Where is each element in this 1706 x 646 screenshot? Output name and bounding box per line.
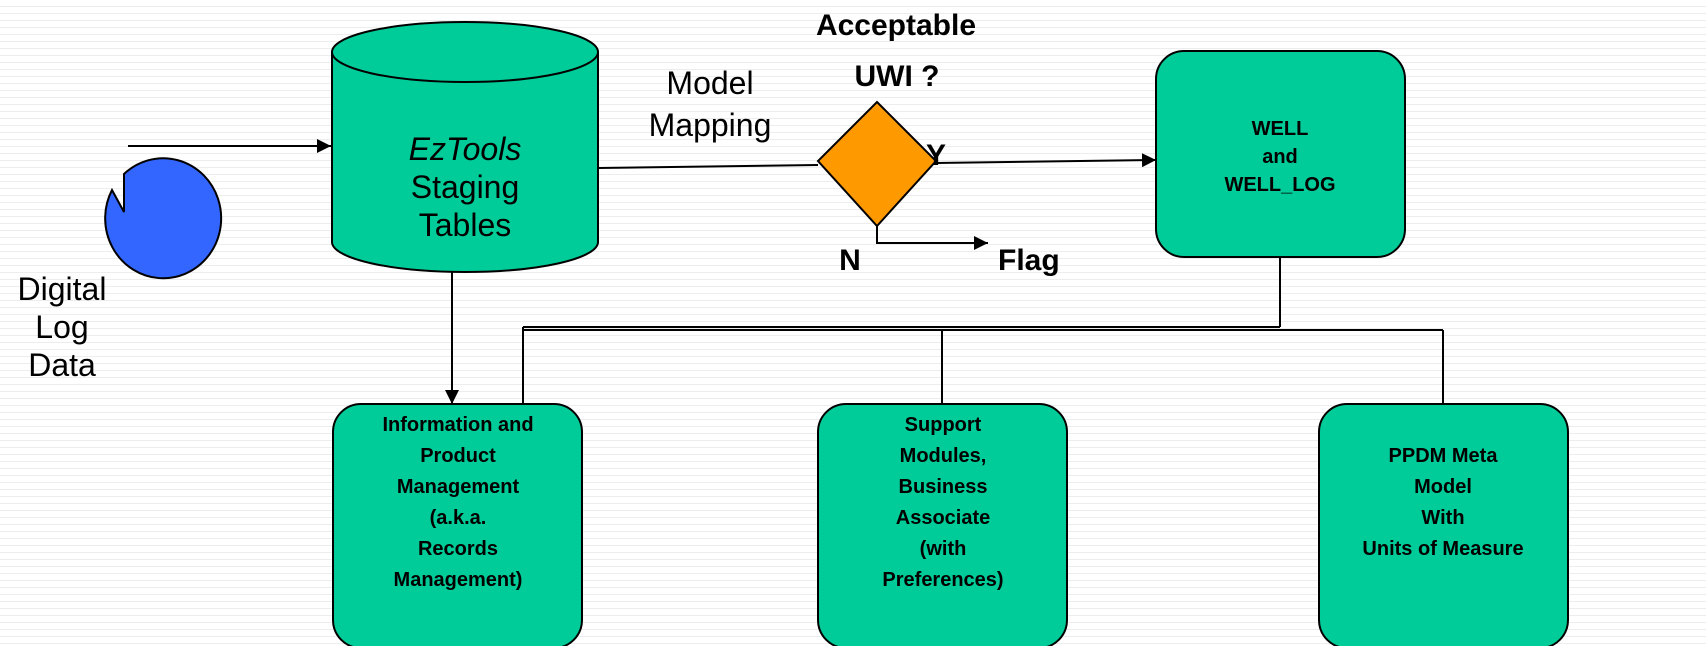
decision-question: UWI ? bbox=[855, 60, 940, 93]
decision-diamond bbox=[816, 100, 938, 228]
source-label-line-3: Data bbox=[28, 347, 96, 383]
info-line-6: Management) bbox=[394, 569, 523, 591]
ppdm-meta-model-box: PPDM Meta Model With Units of Measure bbox=[1318, 403, 1569, 646]
ppdm-line-3: With bbox=[1421, 507, 1464, 529]
staging-tables-cylinder: EzTools Staging Tables bbox=[331, 21, 599, 273]
decision-yes-arrow bbox=[935, 153, 1157, 168]
staging-line-1: Staging bbox=[411, 169, 520, 205]
decision-yes-label: Y bbox=[926, 139, 946, 172]
info-box-shape bbox=[332, 403, 583, 646]
source-label-line-1: Digital bbox=[18, 271, 107, 307]
cylinder-body bbox=[331, 52, 599, 273]
info-line-1: Information and bbox=[382, 414, 533, 436]
source-label-line-2: Log bbox=[35, 309, 88, 345]
ppdm-line-2: Model bbox=[1414, 476, 1472, 498]
decision-no-arrow bbox=[876, 226, 988, 250]
ppdm-box-shape bbox=[1318, 403, 1569, 646]
support-line-5: (with bbox=[920, 538, 967, 560]
well-line-3: WELL_LOG bbox=[1224, 174, 1335, 196]
ppdm-line-4: Units of Measure bbox=[1362, 538, 1523, 560]
support-modules-box: Support Modules, Business Associate (wit… bbox=[817, 403, 1068, 646]
decision-no-label: N bbox=[839, 244, 861, 277]
model-mapping-line-2: Mapping bbox=[649, 107, 772, 143]
support-line-4: Associate bbox=[896, 507, 991, 529]
well-box-shape bbox=[1155, 50, 1406, 258]
support-line-1: Support bbox=[905, 414, 982, 436]
decision-title: Acceptable bbox=[816, 9, 976, 42]
info-line-4: (a.k.a. bbox=[430, 507, 487, 529]
info-line-5: Records bbox=[418, 538, 498, 560]
model-mapping-line-1: Model bbox=[666, 65, 753, 101]
connectors bbox=[128, 139, 1444, 404]
support-box-shape bbox=[817, 403, 1068, 646]
flag-label: Flag bbox=[998, 244, 1060, 277]
info-product-management-box: Information and Product Management (a.k.… bbox=[332, 403, 583, 646]
cylinder-top bbox=[331, 21, 599, 83]
sequential-storage-icon bbox=[104, 157, 223, 280]
digital-log-data-source: Digital Log Data bbox=[18, 157, 223, 383]
ppdm-line-1: PPDM Meta bbox=[1389, 445, 1499, 467]
staging-line-2: Tables bbox=[419, 207, 512, 243]
support-line-2: Modules, bbox=[900, 445, 987, 467]
staging-italic-line: EzTools bbox=[409, 131, 522, 167]
well-line-1: WELL bbox=[1252, 118, 1309, 140]
well-box: WELL and WELL_LOG bbox=[1155, 50, 1406, 258]
info-line-2: Product bbox=[420, 445, 496, 467]
well-line-2: and bbox=[1262, 146, 1298, 168]
acceptable-uwi-decision: Acceptable UWI ? Y N Flag bbox=[816, 9, 1060, 277]
support-line-3: Business bbox=[899, 476, 988, 498]
support-line-6: Preferences) bbox=[882, 569, 1003, 591]
info-line-3: Management bbox=[397, 476, 520, 498]
staging-to-decision-line bbox=[597, 164, 819, 169]
